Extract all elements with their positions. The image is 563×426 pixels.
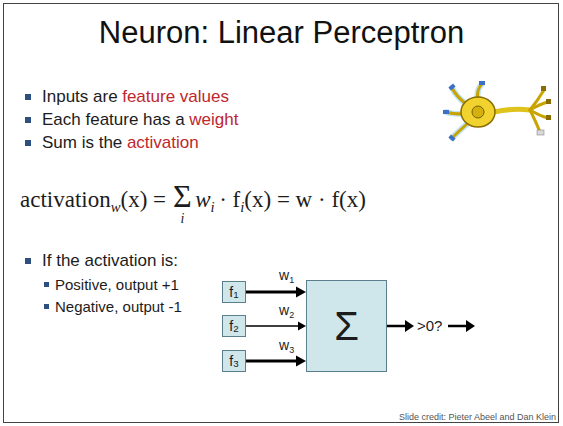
sub-bullet-text: Positive, output +1 — [55, 276, 179, 293]
node-subscript: 3 — [233, 359, 238, 369]
node-text: Σ — [334, 306, 359, 346]
slide-frame — [4, 4, 559, 423]
bullet-text: weight — [189, 110, 238, 130]
bullet-text: activation — [127, 133, 199, 153]
credit-note: Slide credit: Pieter Abeel and Dan Klein — [399, 412, 556, 422]
weight-label: w — [279, 337, 289, 353]
sub-bullet-text-row: Negative, output -1 — [55, 298, 182, 315]
weighted-arrow — [246, 287, 306, 298]
node-subscript: 1 — [233, 290, 238, 300]
formula-sum-sign: Σ — [173, 180, 192, 212]
slide-title: Neuron: Linear Perceptron — [0, 15, 563, 51]
formula-part: activation — [20, 187, 111, 213]
formula-part: · f — [219, 187, 240, 213]
formula-part: i — [210, 199, 214, 216]
credit-note-row: Slide credit: Pieter Abeel and Dan Klein — [399, 412, 556, 422]
bullet-text-row: Inputs arefeature values — [42, 87, 229, 107]
weight-label-row: w3 — [279, 337, 294, 353]
node-text: f — [229, 285, 233, 299]
bullet-text-row: If the activation is: — [42, 251, 178, 271]
threshold-label-row: >0? — [417, 317, 442, 334]
formula-part: (x) = — [121, 187, 167, 213]
weighted-arrow — [246, 356, 306, 367]
feature-box: f1 — [222, 281, 246, 303]
weight-label: 3 — [289, 345, 294, 355]
weight-label: w — [279, 302, 289, 318]
sum-box: Σ — [306, 280, 387, 372]
threshold-label: >0? — [417, 317, 442, 334]
feature-box: f3 — [222, 350, 246, 372]
weight-label: 1 — [289, 275, 294, 285]
feature-box: f2 — [222, 315, 246, 337]
node-text: f — [229, 354, 233, 368]
formula-part: w — [111, 199, 121, 216]
weighted-arrow — [246, 322, 306, 331]
formula-part-row: activationw(x) =Σiwi· fi(x) = w · f(x) — [20, 180, 366, 226]
bullet-text: If the activation is: — [42, 251, 178, 271]
bullet-text: Sum is the — [42, 133, 122, 153]
formula-index: i — [180, 212, 184, 226]
sum-symbol-stack: Σi — [173, 180, 192, 226]
node-text: f — [229, 319, 233, 333]
neuron-illustration — [443, 81, 551, 141]
weight-label: w — [279, 267, 289, 283]
bullet-text: feature values — [122, 87, 229, 107]
formula-part: (x) = w · f(x) — [244, 187, 366, 213]
node-subscript: 2 — [233, 324, 238, 334]
bullet-text: Inputs are — [42, 87, 118, 107]
formula-part: i — [240, 199, 244, 216]
weight-label: 2 — [289, 310, 294, 320]
sub-bullet-text: Negative, output -1 — [55, 298, 182, 315]
bullet-text: Each feature has a — [42, 110, 185, 130]
bullet-text-row: Each feature has aweight — [42, 110, 238, 130]
sub-bullet-text-row: Positive, output +1 — [55, 276, 179, 293]
formula-part: w — [195, 187, 210, 213]
bullet-text-row: Sum is theactivation — [42, 133, 199, 153]
weight-label-row: w1 — [279, 267, 294, 283]
weight-label-row: w2 — [279, 302, 294, 318]
